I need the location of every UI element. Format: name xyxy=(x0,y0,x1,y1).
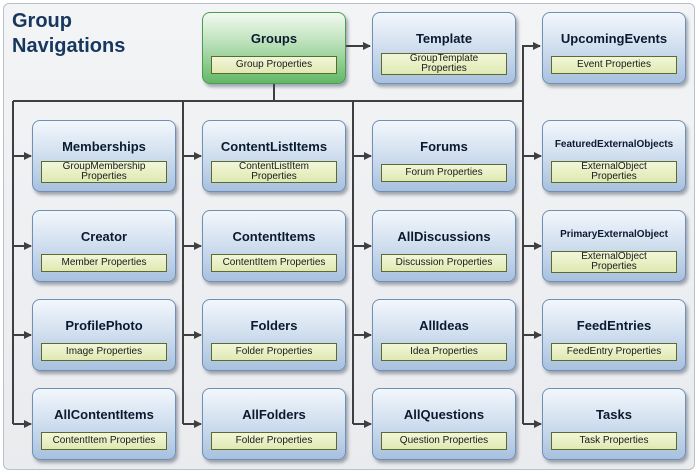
node-name: FeaturedExternalObjects xyxy=(554,139,674,150)
node-all-folders: AllFolders Folder Properties xyxy=(202,388,346,460)
node-featured-external-objects: FeaturedExternalObjects ExternalObject P… xyxy=(542,120,686,192)
node-all-ideas: AllIdeas Idea Properties xyxy=(372,299,516,371)
node-folders: Folders Folder Properties xyxy=(202,299,346,371)
node-properties: GroupMembership Properties xyxy=(41,161,167,183)
title-line-2: Navigations xyxy=(12,35,126,57)
node-profile-photo: ProfilePhoto Image Properties xyxy=(32,299,176,371)
node-upcoming-events: UpcomingEvents Event Properties xyxy=(542,12,686,84)
node-properties: Event Properties xyxy=(551,56,677,74)
node-memberships: Memberships GroupMembership Properties xyxy=(32,120,176,192)
node-properties: FeedEntry Properties xyxy=(551,343,677,361)
node-name: Forums xyxy=(420,139,468,154)
node-template: Template GroupTemplate Properties xyxy=(372,12,516,84)
node-properties: ContentListItem Properties xyxy=(211,161,337,183)
node-properties: Task Properties xyxy=(551,432,677,450)
node-content-items: ContentItems ContentItem Properties xyxy=(202,210,346,282)
node-name: PrimaryExternalObject xyxy=(560,229,668,240)
node-properties: Member Properties xyxy=(41,254,167,272)
node-properties: Idea Properties xyxy=(381,343,507,361)
node-name: ContentListItems xyxy=(220,139,328,154)
node-properties: Discussion Properties xyxy=(381,254,507,272)
node-properties: Forum Properties xyxy=(381,164,507,182)
node-forums: Forums Forum Properties xyxy=(372,120,516,192)
node-properties: ExternalObject Properties xyxy=(551,251,677,273)
node-name: Memberships xyxy=(62,139,146,154)
node-creator: Creator Member Properties xyxy=(32,210,176,282)
node-all-questions: AllQuestions Question Properties xyxy=(372,388,516,460)
node-name: AllQuestions xyxy=(403,407,485,422)
node-all-content-items: AllContentItems ContentItem Properties xyxy=(32,388,176,460)
node-properties: ContentItem Properties xyxy=(211,254,337,272)
node-properties: ExternalObject Properties xyxy=(551,161,677,183)
node-feed-entries: FeedEntries FeedEntry Properties xyxy=(542,299,686,371)
node-groups: Groups Group Properties xyxy=(202,12,346,84)
node-name: AllDiscussions xyxy=(397,229,491,244)
node-name: Tasks xyxy=(596,407,632,422)
node-properties: Question Properties xyxy=(381,432,507,450)
node-all-discussions: AllDiscussions Discussion Properties xyxy=(372,210,516,282)
node-properties: Folder Properties xyxy=(211,432,337,450)
node-name: Groups xyxy=(250,31,298,46)
node-properties: Group Properties xyxy=(211,56,337,74)
node-name: ContentItems xyxy=(232,229,316,244)
node-name: FeedEntries xyxy=(576,318,652,333)
node-properties: ContentItem Properties xyxy=(41,432,167,450)
node-name: Template xyxy=(415,31,473,46)
node-name: AllContentItems xyxy=(54,407,154,422)
node-name: AllFolders xyxy=(242,407,306,422)
node-tasks: Tasks Task Properties xyxy=(542,388,686,460)
node-content-list-items: ContentListItems ContentListItem Propert… xyxy=(202,120,346,192)
node-name: UpcomingEvents xyxy=(560,31,668,46)
node-name: AllIdeas xyxy=(419,318,469,333)
diagram-title: Group Navigations xyxy=(12,9,125,59)
node-properties: Image Properties xyxy=(41,343,167,361)
node-properties: Folder Properties xyxy=(211,343,337,361)
node-name: Creator xyxy=(80,229,128,244)
node-name: Folders xyxy=(250,318,298,333)
title-line-1: Group xyxy=(12,10,72,32)
node-primary-external-object: PrimaryExternalObject ExternalObject Pro… xyxy=(542,210,686,282)
connector-upcoming-events xyxy=(522,42,541,101)
node-name: ProfilePhoto xyxy=(65,318,143,333)
node-properties: GroupTemplate Properties xyxy=(381,53,507,75)
